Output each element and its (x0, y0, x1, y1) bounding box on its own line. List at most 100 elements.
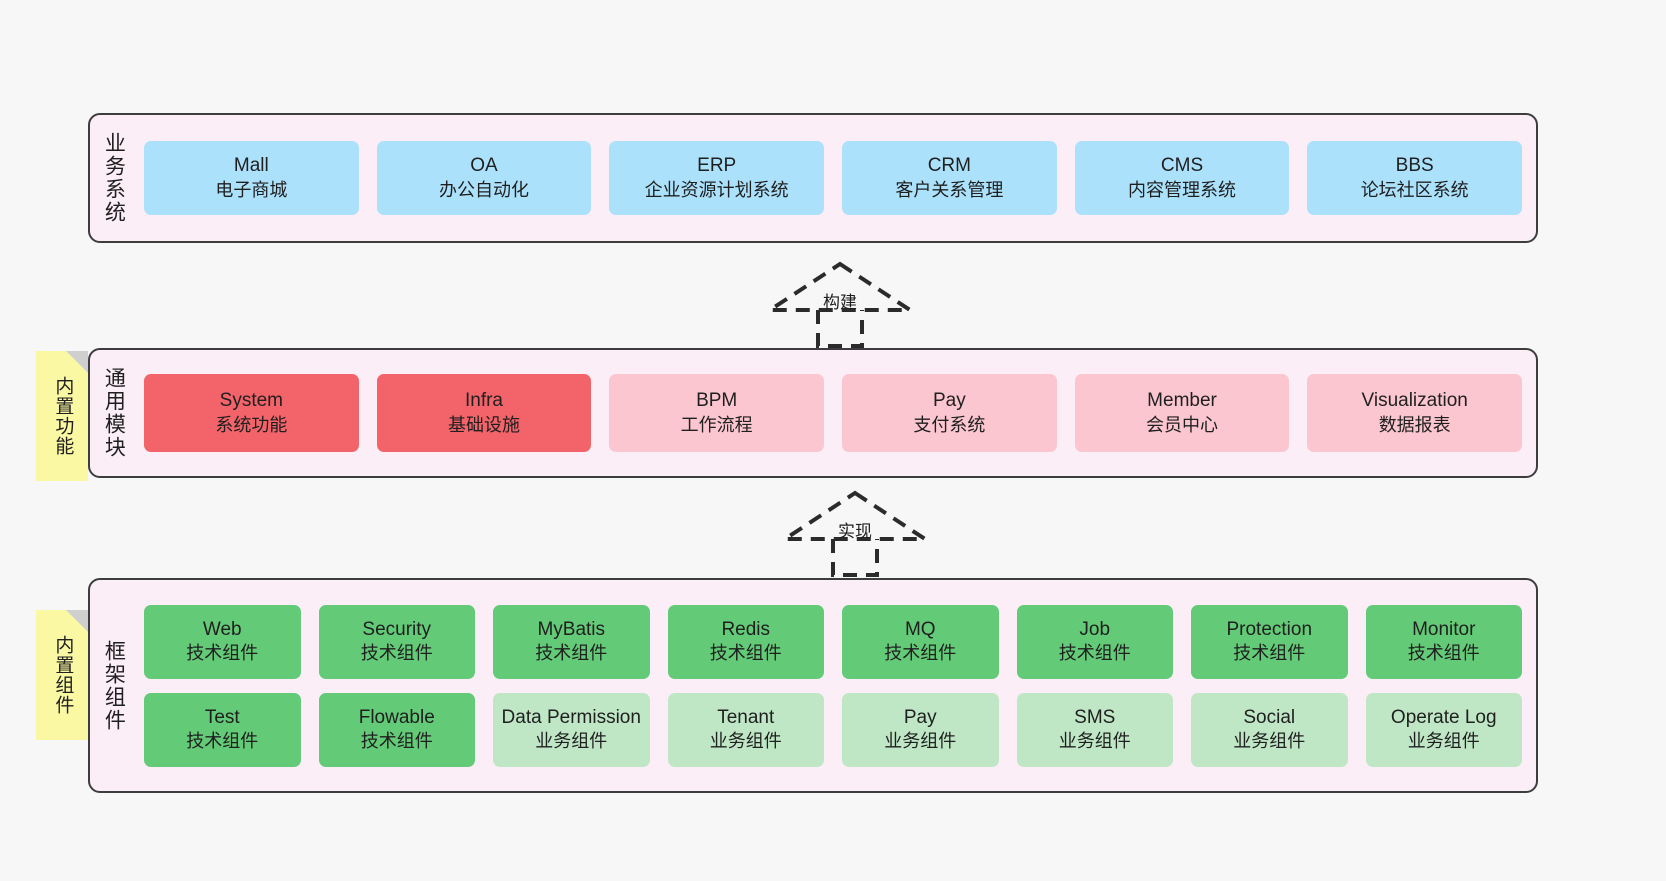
card-subtitle: 业务组件 (884, 731, 957, 752)
card-title: Pay (903, 706, 937, 728)
card-subtitle: 业务组件 (709, 731, 782, 752)
card-subtitle: 业务组件 (1407, 731, 1480, 752)
card-pay-component[interactable]: Pay 业务组件 (842, 692, 999, 767)
layer-body-common-module: System 系统功能 Infra 基础设施 BPM 工作流程 Pay 支付系统… (136, 350, 1536, 476)
card-web[interactable]: Web 技术组件 (144, 604, 301, 679)
card-tenant[interactable]: Tenant 业务组件 (667, 692, 824, 767)
card-row: Test 技术组件 Flowable 技术组件 Data Permission … (144, 692, 1522, 767)
layer-title-common-module: 通用模块 (102, 367, 126, 459)
card-title: MQ (904, 618, 936, 640)
card-row: System 系统功能 Infra 基础设施 BPM 工作流程 Pay 支付系统… (144, 374, 1523, 452)
card-title: Web (202, 618, 242, 640)
card-bpm[interactable]: BPM 工作流程 (609, 374, 825, 452)
card-protection[interactable]: Protection 技术组件 (1191, 604, 1348, 679)
card-title: Security (362, 618, 432, 640)
card-subtitle: 支付系统 (913, 414, 986, 435)
card-oa[interactable]: OA 办公自动化 (376, 141, 592, 215)
card-title: Test (204, 706, 240, 728)
card-subtitle: 技术组件 (709, 643, 782, 664)
card-cms[interactable]: CMS 内容管理系统 (1074, 141, 1290, 215)
layer-body-business-system: Mall 电子商城 OA 办公自动化 ERP 企业资源计划系统 CRM 客户关系… (136, 115, 1536, 241)
connector-build: 构建 (750, 258, 930, 348)
card-visualization[interactable]: Visualization 数据报表 (1307, 374, 1523, 452)
card-subtitle: 技术组件 (360, 643, 433, 664)
card-subtitle: 技术组件 (1233, 643, 1306, 664)
card-flowable[interactable]: Flowable 技术组件 (318, 692, 475, 767)
card-subtitle: 论坛社区系统 (1360, 179, 1469, 200)
card-title: Member (1147, 390, 1217, 412)
card-title: Social (1243, 706, 1296, 728)
dashed-generalization-arrow-icon (778, 490, 932, 577)
card-title: BBS (1395, 155, 1434, 177)
card-title: Visualization (1361, 390, 1468, 412)
card-test[interactable]: Test 技术组件 (144, 692, 301, 767)
card-subtitle: 技术组件 (360, 731, 433, 752)
card-title: Data Permission (501, 706, 641, 728)
connector-implement: 实现 (765, 487, 945, 577)
card-social[interactable]: Social 业务组件 (1191, 692, 1348, 767)
card-title: BPM (696, 390, 738, 412)
card-title: Tenant (717, 706, 775, 728)
card-subtitle: 办公自动化 (439, 179, 529, 200)
card-crm[interactable]: CRM 客户关系管理 (842, 141, 1057, 215)
card-sms[interactable]: SMS 业务组件 (1016, 692, 1173, 767)
card-subtitle: 技术组件 (535, 643, 608, 664)
card-subtitle: 系统功能 (215, 414, 288, 435)
card-data-permission[interactable]: Data Permission 业务组件 (493, 692, 650, 767)
card-bbs[interactable]: BBS 论坛社区系统 (1307, 141, 1523, 215)
card-infra[interactable]: Infra 基础设施 (376, 374, 592, 452)
card-subtitle: 技术组件 (186, 731, 259, 752)
card-title: OA (470, 155, 498, 177)
sticky-note-builtin-component: 内置组件 (36, 610, 88, 740)
card-subtitle: 基础设施 (448, 414, 520, 435)
card-subtitle: 内容管理系统 (1128, 179, 1237, 200)
card-member[interactable]: Member 会员中心 (1074, 374, 1290, 452)
card-job[interactable]: Job 技术组件 (1016, 604, 1173, 679)
layer-title-business-system: 业务系统 (102, 132, 126, 224)
card-title: Job (1079, 618, 1111, 640)
card-title: Mall (233, 155, 269, 177)
card-subtitle: 技术组件 (1407, 643, 1480, 664)
card-system[interactable]: System 系统功能 (144, 374, 359, 452)
card-subtitle: 企业资源计划系统 (644, 179, 789, 200)
card-subtitle: 电子商城 (215, 179, 288, 200)
layer-framework-component: 框架组件 Web 技术组件 Security 技术组件 MyBatis 技术组件… (88, 578, 1538, 793)
card-mybatis[interactable]: MyBatis 技术组件 (493, 604, 650, 679)
card-subtitle: 客户关系管理 (895, 179, 1004, 200)
connector-label: 实现 (838, 522, 872, 541)
card-row: Mall 电子商城 OA 办公自动化 ERP 企业资源计划系统 CRM 客户关系… (144, 141, 1523, 215)
card-subtitle: 技术组件 (884, 643, 957, 664)
card-operate-log[interactable]: Operate Log 业务组件 (1365, 692, 1522, 767)
card-title: MyBatis (537, 618, 606, 640)
card-mall[interactable]: Mall 电子商城 (144, 141, 359, 215)
card-title: Pay (932, 390, 966, 412)
card-mq[interactable]: MQ 技术组件 (842, 604, 999, 679)
card-subtitle: 技术组件 (1058, 643, 1131, 664)
card-pay[interactable]: Pay 支付系统 (842, 374, 1057, 452)
card-subtitle: 工作流程 (680, 414, 753, 435)
card-title: Infra (464, 390, 504, 412)
card-subtitle: 数据报表 (1378, 414, 1451, 435)
card-subtitle: 业务组件 (1058, 731, 1131, 752)
card-subtitle: 业务组件 (535, 731, 608, 752)
card-row: Web 技术组件 Security 技术组件 MyBatis 技术组件 Redi… (144, 604, 1522, 679)
sticky-note-label: 内置功能 (52, 376, 74, 456)
card-title: Protection (1226, 618, 1313, 640)
dashed-generalization-arrow-icon (763, 261, 917, 348)
connector-label: 构建 (823, 293, 857, 312)
card-erp[interactable]: ERP 企业资源计划系统 (609, 141, 825, 215)
card-title: CMS (1160, 155, 1204, 177)
card-title: Redis (721, 618, 771, 640)
layer-business-system: 业务系统 Mall 电子商城 OA 办公自动化 ERP 企业资源计划系统 CRM… (88, 113, 1538, 243)
card-monitor[interactable]: Monitor 技术组件 (1365, 604, 1522, 679)
sticky-note-builtin-function: 内置功能 (36, 351, 88, 481)
card-title: SMS (1074, 706, 1116, 728)
layer-body-framework-component: Web 技术组件 Security 技术组件 MyBatis 技术组件 Redi… (136, 580, 1536, 791)
card-subtitle: 业务组件 (1233, 731, 1306, 752)
card-title: CRM (927, 155, 971, 177)
card-title: System (219, 390, 284, 412)
card-subtitle: 会员中心 (1146, 414, 1219, 435)
card-security[interactable]: Security 技术组件 (318, 604, 475, 679)
card-redis[interactable]: Redis 技术组件 (667, 604, 824, 679)
